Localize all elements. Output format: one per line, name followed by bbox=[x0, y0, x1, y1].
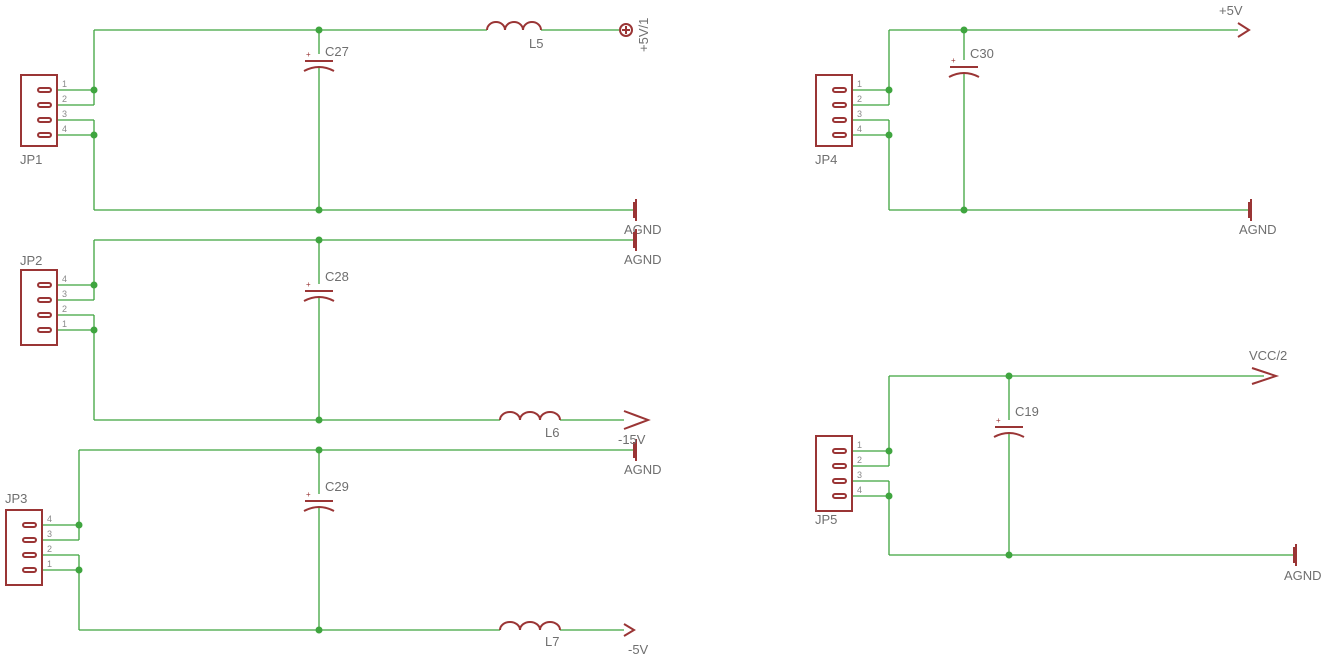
supply-symbol-p5v1[interactable]: +5V/1 bbox=[619, 18, 651, 52]
ground-symbol[interactable]: AGND bbox=[624, 229, 662, 267]
pin-number: 1 bbox=[62, 79, 67, 89]
connector-label: JP2 bbox=[20, 253, 42, 268]
pin-number: 3 bbox=[47, 529, 52, 539]
inductor-label: L7 bbox=[545, 634, 559, 649]
capacitor-label: C30 bbox=[970, 46, 994, 61]
junction-dot bbox=[960, 26, 968, 34]
pin-number: 3 bbox=[62, 109, 67, 119]
connector-jp5[interactable]: 1 2 3 4 JP5 bbox=[815, 435, 862, 527]
pin-number: 1 bbox=[47, 559, 52, 569]
ground-symbol[interactable]: AGND bbox=[1284, 544, 1322, 583]
ground-symbol[interactable]: AGND bbox=[624, 199, 662, 237]
junction-dot bbox=[315, 26, 323, 34]
net-label: AGND bbox=[624, 252, 662, 267]
pin-number: 4 bbox=[62, 274, 67, 284]
net-label: AGND bbox=[624, 222, 662, 237]
capacitor-c28[interactable]: + C28 bbox=[303, 269, 349, 302]
capacitor-label: C28 bbox=[325, 269, 349, 284]
supply-arrow-p5v[interactable]: +5V bbox=[1219, 3, 1251, 38]
svg-text:+: + bbox=[306, 490, 311, 499]
svg-text:+: + bbox=[306, 280, 311, 289]
junction-dot bbox=[90, 86, 98, 94]
pin-number: 1 bbox=[857, 79, 862, 89]
junction-dot bbox=[315, 416, 323, 424]
net-label: VCC/2 bbox=[1249, 348, 1287, 363]
junction-dot bbox=[1005, 372, 1013, 380]
wires bbox=[43, 29, 1294, 631]
pin-number: 3 bbox=[857, 470, 862, 480]
svg-text:+: + bbox=[951, 56, 956, 65]
pin-number: 3 bbox=[857, 109, 862, 119]
capacitor-c27[interactable]: + C27 bbox=[303, 44, 349, 72]
pin-number: 1 bbox=[62, 319, 67, 329]
junction-dot bbox=[75, 521, 83, 529]
net-label: -5V bbox=[628, 642, 649, 657]
pin-number: 1 bbox=[857, 440, 862, 450]
junction-dot bbox=[90, 281, 98, 289]
junction-dot bbox=[75, 566, 83, 574]
pin-number: 4 bbox=[62, 124, 67, 134]
svg-text:+: + bbox=[306, 50, 311, 59]
junction-dot bbox=[885, 492, 893, 500]
inductor-label: L6 bbox=[545, 425, 559, 440]
net-label: -15V bbox=[618, 432, 646, 447]
connector-label: JP5 bbox=[815, 512, 837, 527]
inductor-label: L5 bbox=[529, 36, 543, 51]
supply-arrow-m15v[interactable]: -15V bbox=[618, 410, 651, 447]
inductor-l6[interactable]: L6 bbox=[499, 411, 561, 440]
capacitor-label: C27 bbox=[325, 44, 349, 59]
junction-dot bbox=[90, 131, 98, 139]
junction-dot bbox=[90, 326, 98, 334]
connector-label: JP3 bbox=[5, 491, 27, 506]
connector-label: JP4 bbox=[815, 152, 837, 167]
junction-dot bbox=[1005, 551, 1013, 559]
supply-arrow-vcc2[interactable]: VCC/2 bbox=[1249, 348, 1287, 385]
capacitor-label: C29 bbox=[325, 479, 349, 494]
inductor-l5[interactable]: L5 bbox=[486, 21, 543, 51]
connector-jp4[interactable]: 1 2 3 4 JP4 bbox=[815, 74, 862, 167]
pin-number: 3 bbox=[62, 289, 67, 299]
pin-number: 2 bbox=[857, 94, 862, 104]
junction-dot bbox=[315, 446, 323, 454]
svg-text:+: + bbox=[996, 416, 1001, 425]
junction-dot bbox=[960, 206, 968, 214]
pin-number: 2 bbox=[47, 544, 52, 554]
net-label: +5V bbox=[1219, 3, 1243, 18]
ground-symbol[interactable]: AGND bbox=[624, 439, 662, 477]
junction-dot bbox=[885, 447, 893, 455]
junction-dot bbox=[885, 86, 893, 94]
connector-jp1[interactable]: 1 2 3 4 JP1 bbox=[20, 74, 67, 167]
capacitor-c30[interactable]: + C30 bbox=[948, 46, 994, 78]
capacitor-label: C19 bbox=[1015, 404, 1039, 419]
net-label: AGND bbox=[1239, 222, 1277, 237]
pin-number: 2 bbox=[62, 304, 67, 314]
junction-dot bbox=[315, 206, 323, 214]
pin-number: 4 bbox=[857, 124, 862, 134]
connector-jp3[interactable]: 4 3 2 1 JP3 bbox=[5, 491, 52, 586]
pin-number: 2 bbox=[857, 455, 862, 465]
net-label: AGND bbox=[624, 462, 662, 477]
net-label: +5V/1 bbox=[636, 18, 651, 52]
junction-dot bbox=[315, 236, 323, 244]
capacitor-c19[interactable]: + C19 bbox=[993, 404, 1039, 438]
pin-number: 4 bbox=[857, 485, 862, 495]
connector-jp2[interactable]: 4 3 2 1 JP2 bbox=[20, 253, 67, 346]
junction-dot bbox=[885, 131, 893, 139]
net-label: AGND bbox=[1284, 568, 1322, 583]
supply-arrow-m5v[interactable]: -5V bbox=[623, 623, 649, 657]
pin-number: 2 bbox=[62, 94, 67, 104]
junction-dot bbox=[315, 626, 323, 634]
junctions bbox=[75, 26, 1013, 634]
pin-number: 4 bbox=[47, 514, 52, 524]
connector-label: JP1 bbox=[20, 152, 42, 167]
capacitor-c29[interactable]: + C29 bbox=[303, 479, 349, 512]
inductor-l7[interactable]: L7 bbox=[499, 621, 561, 649]
ground-symbol[interactable]: AGND bbox=[1239, 199, 1277, 237]
